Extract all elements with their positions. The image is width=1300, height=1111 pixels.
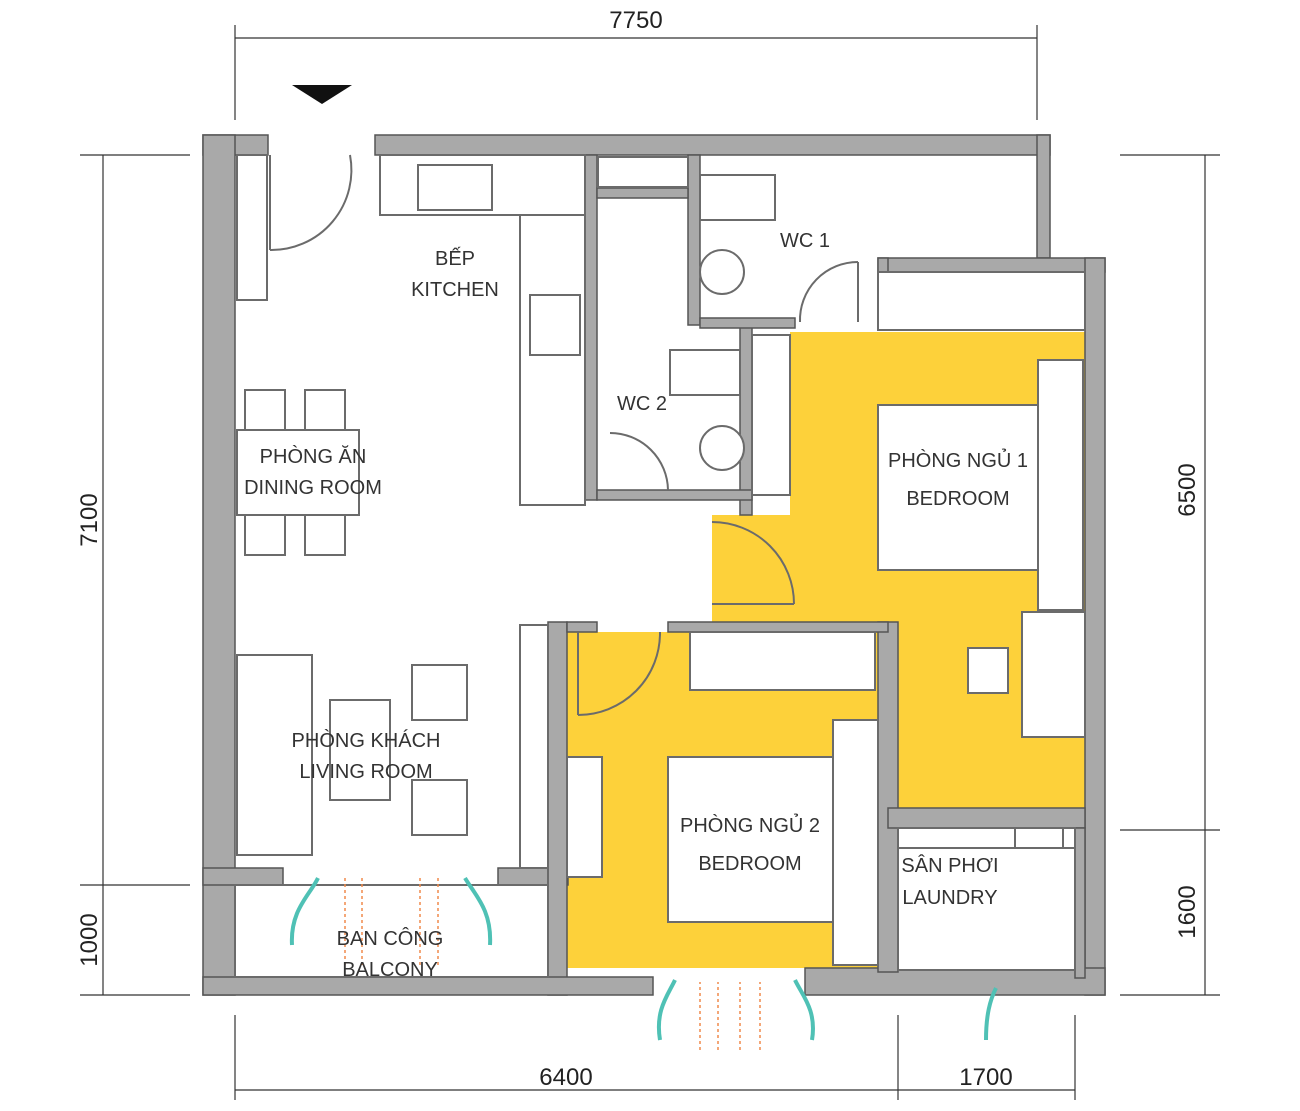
room-labels: BẾP KITCHEN WC 1 WC 2 PHÒNG ĂN DINING RO…	[244, 230, 1028, 981]
airflow-arrows	[289, 876, 998, 1041]
doors	[269, 154, 859, 716]
dimension-right-laundry-label: 1600	[1174, 885, 1201, 938]
entrance-arrow-icon	[292, 85, 352, 104]
living-label-vi: PHÒNG KHÁCH	[292, 729, 441, 752]
basin-1-icon	[699, 249, 745, 295]
furniture	[234, 154, 1086, 978]
kitchen-label-vi: BẾP	[435, 247, 475, 270]
sink-icon	[417, 164, 493, 211]
stove-icon	[529, 294, 581, 356]
dimension-right: 6500 1600	[1120, 154, 1220, 996]
dimension-left: 7100 1000	[76, 154, 190, 996]
bed-2	[667, 756, 834, 923]
basin-2-icon	[699, 425, 745, 471]
wardrobe-1	[877, 271, 1086, 331]
dimension-bottom-laundry-label: 1700	[959, 1064, 1012, 1091]
laundry-label-vi: SÂN PHƠI	[901, 854, 998, 877]
dimension-right-main-label: 6500	[1174, 463, 1201, 516]
dimension-left-main-label: 7100	[76, 493, 103, 546]
toilet-1-icon	[699, 174, 776, 221]
bedroom2-label-vi: PHÒNG NGỦ 2	[680, 813, 820, 837]
dimension-bottom-main-label: 6400	[539, 1064, 592, 1091]
bedroom1-label-en: BEDROOM	[906, 488, 1009, 510]
toilet-2-icon	[669, 349, 741, 396]
dimension-left-balcony-label: 1000	[76, 913, 103, 966]
shaft	[597, 156, 689, 188]
kitchen-label-en: KITCHEN	[411, 279, 499, 301]
bedroom1-label-vi: PHÒNG NGỦ 1	[888, 448, 1028, 472]
bed-1	[877, 404, 1039, 571]
sofa	[236, 654, 313, 856]
wc1-label: WC 1	[780, 230, 830, 252]
wardrobe-2	[689, 631, 876, 691]
living-label-en: LIVING ROOM	[299, 761, 432, 783]
wc2-label: WC 2	[617, 393, 667, 415]
dining-label-vi: PHÒNG ĂN	[260, 445, 367, 468]
balcony-label-vi: BAN CÔNG	[337, 927, 444, 950]
dimension-top: 7750	[234, 7, 1038, 120]
dining-table	[236, 429, 360, 516]
dimension-top-label: 7750	[609, 7, 662, 34]
bedroom2-label-en: BEDROOM	[698, 853, 801, 875]
balcony-label-en: BALCONY	[342, 959, 438, 981]
dimension-bottom: 6400 1700	[234, 1015, 1076, 1100]
sunlight-arrows	[344, 878, 761, 1050]
laundry-label-en: LAUNDRY	[902, 887, 997, 909]
walls	[202, 134, 1106, 996]
dining-label-en: DINING ROOM	[244, 477, 382, 499]
desk	[1021, 611, 1086, 738]
